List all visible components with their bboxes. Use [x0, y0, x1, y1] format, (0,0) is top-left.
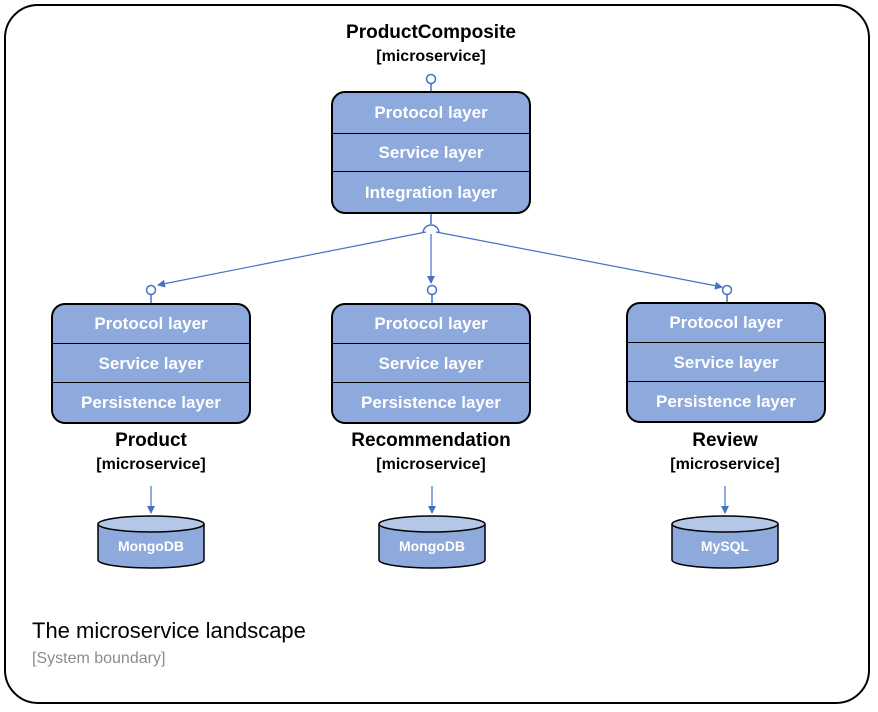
product-service-box: Protocol layer Service layer Persistence… — [51, 303, 251, 424]
product-service-layer: Service layer — [53, 343, 249, 383]
product-database-label: MongoDB — [117, 538, 185, 554]
recommendation-title: Recommendation [microservice] — [306, 428, 556, 476]
composite-type: [microservice] — [376, 48, 486, 65]
product-database-cylinder — [97, 515, 205, 569]
composite-interface-lollipop — [425, 73, 437, 85]
review-name: Review — [692, 430, 758, 451]
review-title: Review [microservice] — [625, 428, 825, 476]
recommendation-service-layer: Service layer — [333, 343, 529, 383]
product-title: Product [microservice] — [51, 428, 251, 476]
recommendation-database-label: MongoDB — [398, 538, 466, 554]
product-name: Product — [115, 430, 187, 451]
recommendation-database-cylinder — [378, 515, 486, 569]
recommendation-type: [microservice] — [376, 456, 486, 473]
composite-socket — [422, 224, 440, 234]
review-type: [microservice] — [670, 456, 780, 473]
review-service-box: Protocol layer Service layer Persistence… — [626, 302, 826, 423]
product-protocol-layer: Protocol layer — [94, 314, 208, 333]
review-database-cylinder — [671, 515, 779, 569]
arrow-to-product — [157, 231, 427, 288]
product-interface-lollipop — [145, 284, 157, 296]
recommendation-name: Recommendation — [351, 430, 511, 451]
review-database-label: MySQL — [700, 538, 750, 554]
system-boundary — [4, 4, 870, 704]
recommendation-service-box: Protocol layer Service layer Persistence… — [331, 303, 531, 424]
review-service-layer: Service layer — [628, 342, 824, 382]
review-interface-lollipop — [721, 284, 733, 296]
composite-title: ProductComposite [microservice] — [281, 20, 581, 68]
composite-service-box: Protocol layer Service layer Integration… — [331, 91, 531, 214]
landscape-title: The microservice landscape — [32, 618, 306, 643]
recommendation-interface-lollipop — [426, 284, 438, 296]
review-protocol-layer: Protocol layer — [669, 313, 783, 332]
composite-service-layer: Service layer — [333, 133, 529, 172]
review-persistence-layer: Persistence layer — [628, 381, 824, 421]
recommendation-persistence-layer: Persistence layer — [333, 382, 529, 422]
recommendation-protocol-layer: Protocol layer — [374, 314, 488, 333]
boundary-subtitle: [System boundary] — [32, 650, 166, 667]
composite-protocol-layer: Protocol layer — [374, 103, 488, 122]
composite-integration-layer: Integration layer — [333, 171, 529, 212]
product-persistence-layer: Persistence layer — [53, 382, 249, 422]
product-type: [microservice] — [96, 456, 206, 473]
composite-name: ProductComposite — [346, 22, 516, 43]
arrow-to-review — [435, 231, 723, 290]
